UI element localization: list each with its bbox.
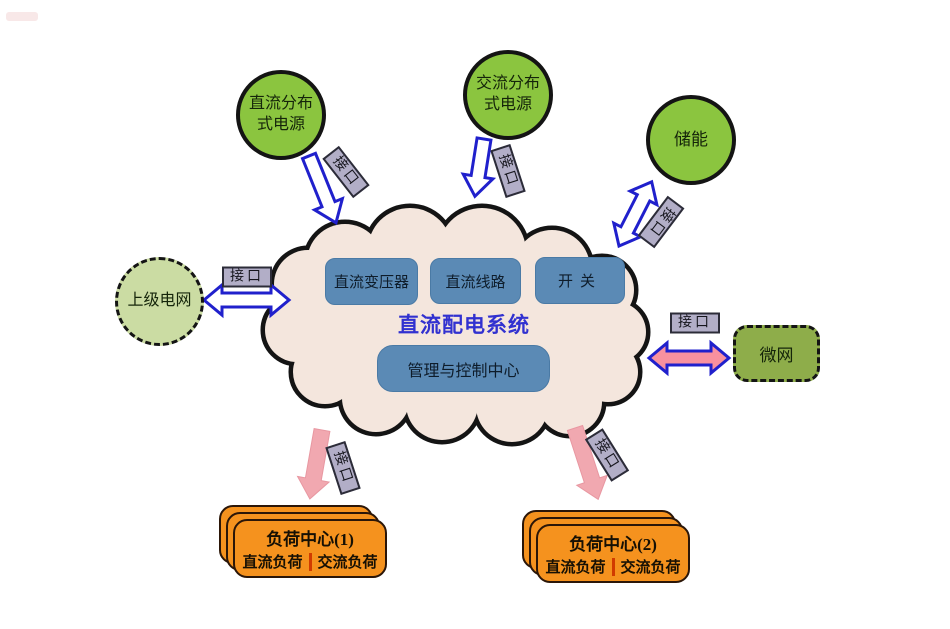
arrow-ac-source-to-cloud (460, 136, 497, 199)
load-center-2-divider (611, 557, 615, 576)
component-dc-transformer: 直流变压器 (325, 258, 418, 305)
node-microgrid-label: 微网 (759, 346, 794, 365)
node-dc-source: 直流分布 式电源 (236, 70, 326, 160)
interface-label-upper-grid: 接口 (222, 266, 272, 288)
component-control-center-label: 管理与控制中心 (407, 362, 520, 380)
component-dc-transformer-label: 直流变压器 (333, 275, 409, 291)
load-center-1-dc-load: 直流负荷 (242, 555, 303, 571)
load-center-2-front-card: 负荷中心(2) 直流负荷 交流负荷 (536, 524, 690, 583)
node-ac-source: 交流分布 式电源 (463, 50, 553, 140)
component-dc-line-label: 直流线路 (445, 274, 506, 291)
node-dc-source-label-line2: 式电源 (256, 116, 305, 133)
arrow-upper-grid-cloud (201, 281, 292, 319)
arrow-storage-cloud (611, 179, 660, 249)
component-switch-label: 开关 (557, 274, 602, 290)
node-ac-source-label-line2: 式电源 (483, 96, 532, 113)
load-center-1-front-card: 负荷中心(1) 直流负荷 交流负荷 (233, 519, 387, 578)
load-center-2-ac-load: 交流负荷 (620, 560, 681, 576)
node-dc-source-label-line1: 直流分布 (248, 95, 313, 113)
node-storage: 储能 (646, 95, 736, 185)
arrow-dc-source-to-cloud (300, 151, 345, 226)
component-dc-line: 直流线路 (430, 258, 521, 304)
load-center-1-ac-load: 交流负荷 (317, 555, 378, 571)
node-upper-grid-label: 上级电网 (127, 292, 192, 310)
load-center-1-title: 负荷中心(1) (266, 530, 354, 549)
load-center-1-divider (308, 552, 312, 571)
load-center-2: 负荷中心(2) 直流负荷 交流负荷 (522, 510, 692, 585)
node-microgrid: 微网 (733, 325, 820, 382)
load-center-2-title: 负荷中心(2) (569, 535, 657, 554)
component-switch: 开关 (535, 257, 625, 304)
node-upper-grid: 上级电网 (115, 257, 204, 346)
watermark-smudge (6, 12, 38, 21)
interface-label-microgrid: 接口 (670, 312, 720, 334)
cloud-title: 直流配电系统 (398, 313, 530, 337)
arrow-cloud-to-load1 (296, 428, 331, 500)
component-control-center: 管理与控制中心 (377, 345, 550, 392)
node-ac-source-label-line1: 交流分布 (475, 75, 540, 93)
load-center-1: 负荷中心(1) 直流负荷 交流负荷 (219, 505, 389, 580)
load-center-2-dc-load: 直流负荷 (545, 560, 606, 576)
arrow-microgrid-cloud (646, 339, 732, 377)
node-storage-label: 储能 (674, 129, 708, 149)
arrow-cloud-to-load2 (566, 424, 609, 501)
